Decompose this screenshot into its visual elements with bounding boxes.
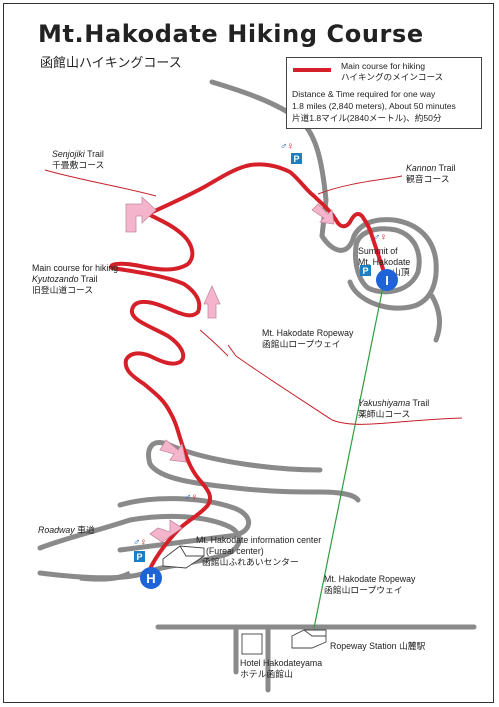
map-frame [3, 3, 494, 703]
senjojiki-en: Senjojiki [52, 149, 85, 159]
yakushiyama-en: Yakushiyama [358, 398, 411, 408]
trail-kannon [317, 175, 403, 195]
legend-line1: Main course for hiking [341, 61, 426, 71]
arrow-kannon [311, 203, 335, 225]
summit-en1: Summit of [358, 246, 398, 256]
toilet-male-icon: ♂ [280, 141, 287, 152]
label-info-center: Mt. Hakodate information center (Fureai … [196, 535, 321, 568]
toilet-female-icon: ♀ [190, 492, 198, 503]
info-center-en2: (Fureai center) [206, 546, 264, 556]
arrow-low-loop [149, 519, 183, 543]
trail-yakushiyama [227, 344, 463, 425]
ropeway2-jp: 函館山ロープウェイ [324, 585, 403, 595]
toilet-icon-summit: ♂♀ [373, 232, 387, 243]
toilet-female-icon: ♀ [379, 232, 387, 243]
legend-info2: 1.8 miles (2,840 meters), About 50 minut… [292, 101, 456, 111]
kannon-trail-word: Trail [438, 163, 456, 173]
road-mid-loop [146, 440, 361, 503]
legend-info3: 片道1.8マイル(2840メートル)、約50分 [292, 113, 442, 123]
toilet-icon-top: ♂♀ [280, 141, 294, 152]
label-summit: Summit of Mt. Hakodate [358, 246, 410, 268]
toilet-icon-start: ♂♀ [133, 537, 147, 548]
kyutozando-jp: 旧登山道コース [32, 285, 94, 295]
label-kannon: Kannon Trail 観音コース [406, 163, 455, 185]
legend: Main course for hiking ハイキングのメインコース Dist… [286, 57, 482, 129]
legend-line2: ハイキングのメインコース [341, 72, 444, 82]
road-stub [79, 570, 132, 582]
senjojiki-jp: 千畳敷コース [52, 160, 105, 170]
main-course-label: Main course for hiking [32, 263, 119, 273]
station-roof [303, 629, 326, 637]
road-low-loop [117, 496, 251, 553]
kannon-en: Kannon [406, 163, 437, 173]
arrow-senjojiki [125, 196, 157, 233]
label-ropeway-station: Ropeway Station 山麓駅 [330, 641, 426, 651]
ropeway-line [313, 281, 385, 629]
map-subtitle: 函館山ハイキングコース [40, 55, 182, 70]
arrow-mid-loop [159, 439, 187, 463]
parking-icon-top: P [291, 153, 302, 164]
label-hotel: Hotel Hakodateyama ホテル函館山 [240, 658, 322, 680]
legend-info: Distance & Time required for one way 1.8… [292, 88, 456, 124]
info-center-en: Mt. Hakodate information center [196, 535, 322, 545]
ropeway1-jp: 函館山ロープウェイ [262, 339, 341, 349]
road-east-spur [429, 293, 442, 343]
hotel-en: Hotel Hakodateyama [240, 658, 323, 668]
summit-en2: Mt. Hakodate [358, 257, 411, 267]
kannon-jp: 観音コース [406, 174, 450, 184]
toilet-female-icon: ♀ [286, 141, 294, 152]
kyutozando-trail-word: Trail [80, 274, 98, 284]
legend-info1: Distance & Time required for one way [292, 89, 436, 99]
hotel-jp: ホテル函館山 [240, 669, 293, 679]
toilet-male-icon: ♂ [373, 232, 380, 243]
toilet-icon-mid: ♂♀ [184, 492, 198, 503]
label-ropeway-lower: Mt. Hakodate Ropeway 函館山ロープウェイ [324, 574, 415, 596]
yakushiyama-trail-word: Trail [412, 398, 430, 408]
start-marker-h[interactable]: H [140, 567, 162, 589]
hotel-building [241, 633, 263, 655]
info-center-roof [179, 545, 204, 557]
toilet-male-icon: ♂ [184, 492, 191, 503]
trail-kyutozando-link [199, 329, 229, 357]
trail-senjojiki [44, 169, 157, 197]
label-roadway: Roadway 車道 [38, 525, 95, 536]
label-kyutozando: Main course for hiking Kyutozando Trail … [32, 263, 118, 296]
map-title: Mt.Hakodate Hiking Course [38, 20, 424, 48]
roadway-jp: 車道 [77, 525, 95, 535]
label-senjojiki: Senjojiki Trail 千畳敷コース [52, 149, 104, 171]
roadway-en: Roadway [38, 525, 75, 535]
road-summit-ring [353, 226, 422, 295]
parking-icon-summit: P [360, 265, 371, 276]
senjojiki-trail-word: Trail [87, 149, 104, 159]
kyutozando-en: Kyutozando [32, 274, 79, 284]
yakushiyama-jp: 薬師山コース [358, 409, 411, 419]
info-center-jp: 函館山ふれあいセンター [202, 557, 299, 567]
main-hiking-route [109, 162, 386, 576]
legend-route-swatch [293, 68, 331, 72]
summit-marker-i[interactable]: I [376, 269, 398, 291]
ropeway-station-building [291, 629, 327, 649]
arrow-kyutozando [203, 285, 221, 319]
ropeway2-en: Mt. Hakodate Ropeway [324, 574, 416, 584]
toilet-male-icon: ♂ [133, 537, 140, 548]
label-yakushiyama: Yakushiyama Trail 薬師山コース [358, 398, 429, 420]
label-ropeway-upper: Mt. Hakodate Ropeway 函館山ロープウェイ [262, 328, 353, 350]
parking-icon-start: P [134, 551, 145, 562]
toilet-female-icon: ♀ [139, 537, 147, 548]
legend-route-text: Main course for hiking ハイキングのメインコース [341, 61, 443, 83]
ropeway1-en: Mt. Hakodate Ropeway [262, 328, 354, 338]
summit-jp: 山頂 [392, 267, 410, 277]
